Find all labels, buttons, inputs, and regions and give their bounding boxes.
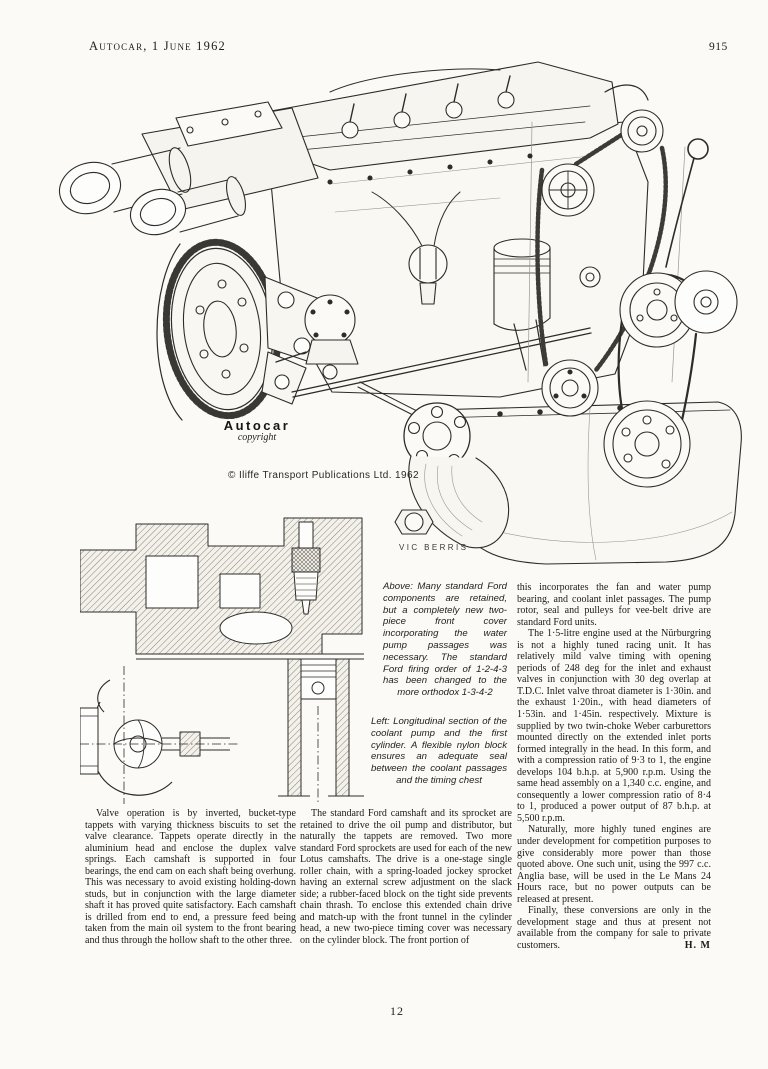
paragraph: The 1·5-litre engine used at the Nürburg…	[517, 628, 711, 824]
article-column-2: The standard Ford camshaft and its sproc…	[300, 808, 512, 947]
artwork-credit-title: Autocar	[223, 418, 291, 433]
issue-header: Autocar, 1 June 1962	[89, 39, 226, 53]
artist-signature: VIC BERRIS	[399, 543, 469, 552]
publisher-copyright-line: © Iliffe Transport Publications Ltd. 196…	[228, 470, 419, 481]
coolant-pump-section-diagram	[80, 517, 364, 804]
paragraph: Valve operation is by inverted, bucket-t…	[85, 808, 296, 947]
article-column-3: this incorporates the fan and water pump…	[517, 582, 711, 952]
caption-left: Left: Longitudinal section of the coolan…	[371, 716, 507, 786]
footer-page-number: 12	[390, 1004, 404, 1018]
byline-initials: H. M	[684, 939, 711, 951]
article-column-1: Valve operation is by inverted, bucket-t…	[85, 808, 296, 947]
paragraph: Finally, these conversions are only in t…	[517, 905, 711, 951]
paragraph: this incorporates the fan and water pump…	[517, 582, 711, 628]
folio-number: 915	[709, 41, 728, 53]
paragraph: Naturally, more highly tuned engines are…	[517, 824, 711, 905]
paragraph-text: Finally, these conversions are only in t…	[517, 905, 711, 951]
artwork-credit-subtitle: copyright	[237, 432, 277, 443]
caption-above: Above: Many standard Ford components are…	[383, 581, 507, 699]
artwork-credit: Autocar copyright	[192, 418, 322, 443]
engine-cutaway-illustration	[58, 61, 742, 565]
paragraph: The standard Ford camshaft and its sproc…	[300, 808, 512, 947]
